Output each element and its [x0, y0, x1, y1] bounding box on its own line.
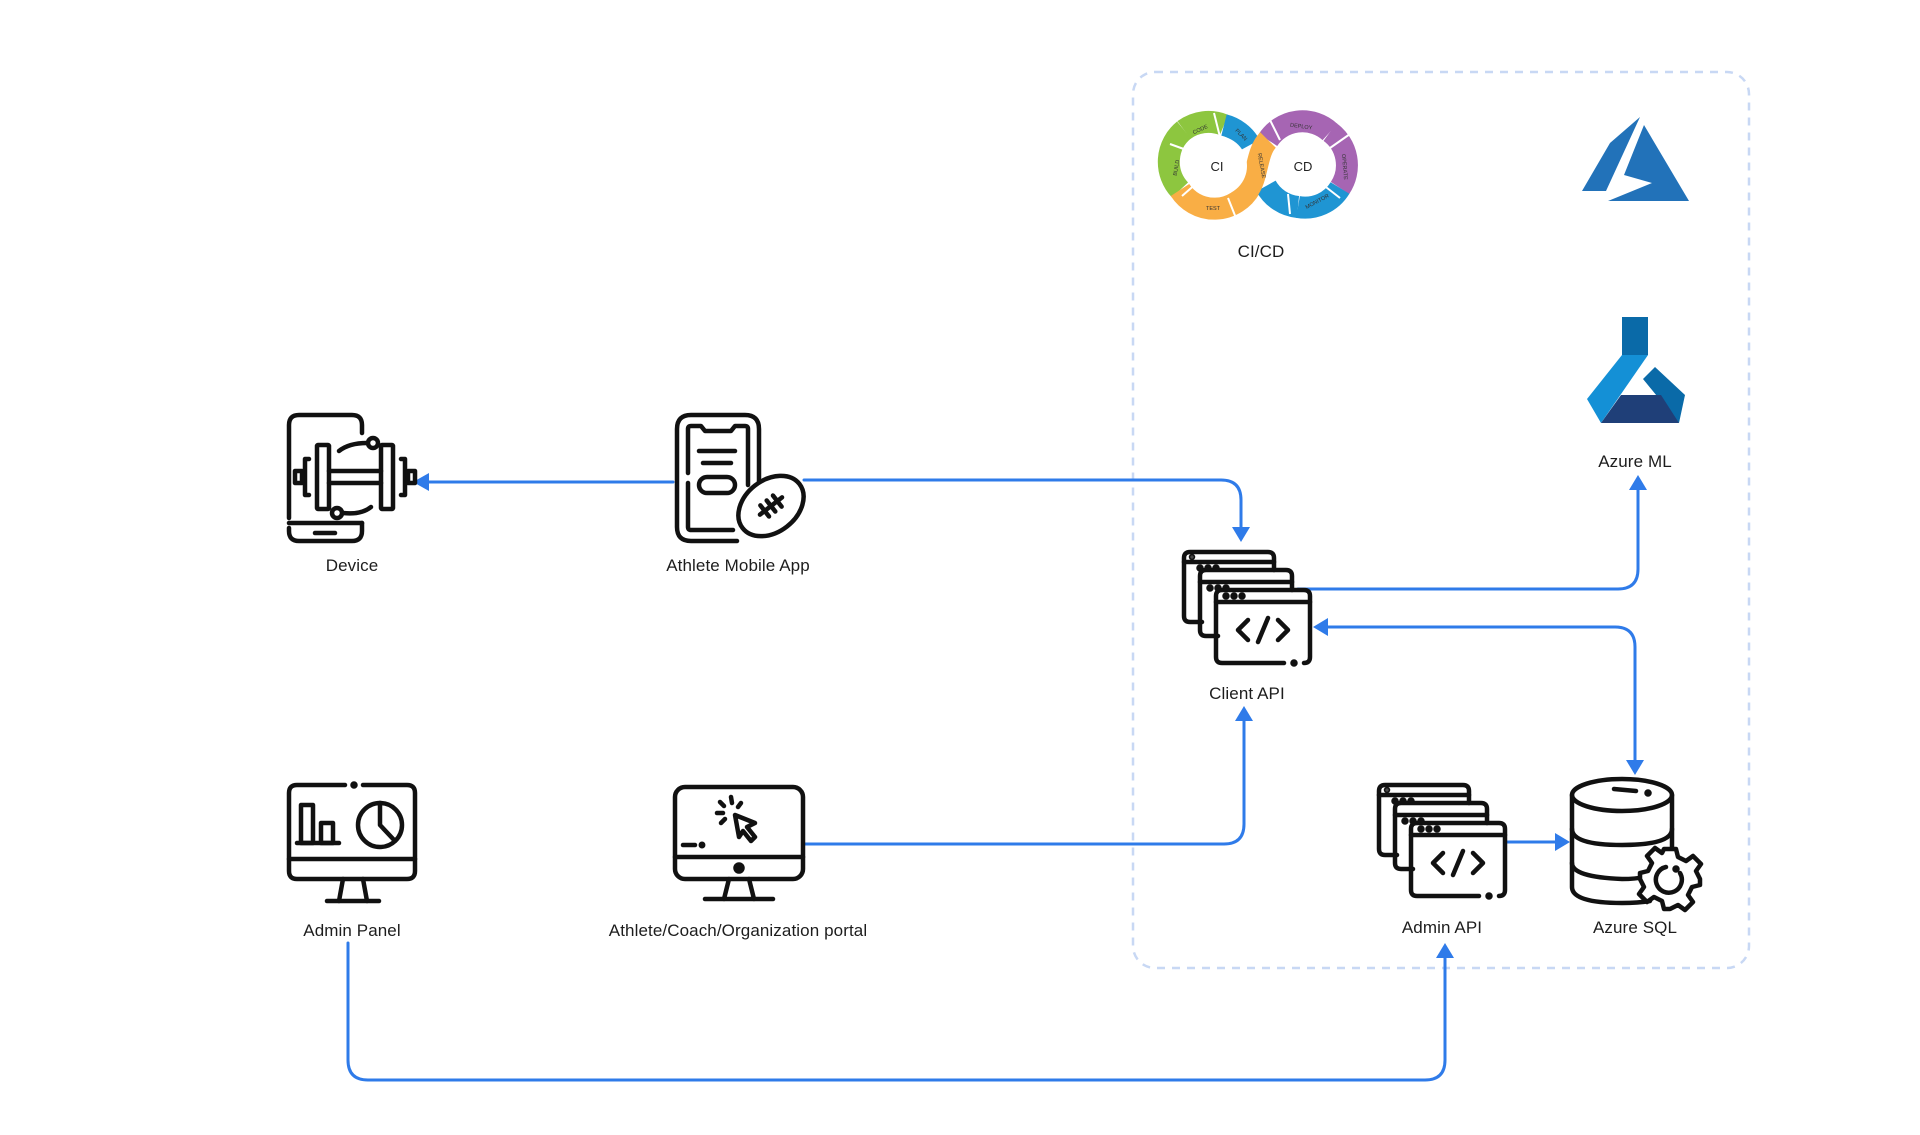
label-azure-ml: Azure ML: [1598, 452, 1672, 471]
arrowhead-client-api-bottom: [1235, 706, 1253, 721]
code-windows-icon-client-api[interactable]: [1181, 549, 1313, 667]
cicd-stage-test: TEST: [1206, 206, 1221, 212]
arrowhead-device: [413, 473, 429, 491]
label-admin-panel: Admin Panel: [303, 921, 401, 940]
edge-client-api-azure-sql[interactable]: [1325, 625, 1637, 763]
label-azure-sql: Azure SQL: [1592, 918, 1678, 937]
database-gear-icon[interactable]: [1569, 776, 1704, 913]
edge-admin-panel-to-admin-api[interactable]: [346, 941, 1447, 1082]
cicd-stage-release: RELEASE: [1256, 153, 1266, 179]
cicd-cd-text: CD: [1294, 159, 1313, 174]
label-portal: Athlete/Coach/Organization portal: [608, 921, 868, 940]
cicd-ci-text: CI: [1211, 159, 1224, 174]
arrowhead-admin-api: [1436, 943, 1454, 958]
label-client-api: Client API: [1209, 684, 1285, 703]
arrowhead-azure-ml: [1629, 475, 1647, 490]
label-device: Device: [325, 556, 379, 575]
label-admin-api: Admin API: [1401, 918, 1483, 937]
edge-client-api-to-azure-ml[interactable]: [1296, 487, 1640, 591]
arrowhead-client-api-top: [1232, 527, 1250, 542]
arrowhead-azure-sql-left: [1555, 833, 1570, 851]
smartphone-dumbbell-icon[interactable]: [286, 412, 418, 544]
cicd-stage-operate: OPERATE: [1340, 154, 1348, 181]
edge-portal-to-client-api[interactable]: [801, 718, 1246, 846]
edge-mobile-app-to-client-api[interactable]: [802, 478, 1243, 532]
azure-ml-flask-icon: [1587, 317, 1685, 423]
monitor-cursor-icon[interactable]: [672, 784, 806, 902]
cicd-infinity-icon: CI CD CODE PLAN BUILD TEST RELEASE DEPLO…: [1157, 110, 1358, 220]
arrowhead-azure-sql-top: [1626, 760, 1644, 775]
label-athlete-mobile-app: Athlete Mobile App: [666, 556, 810, 575]
azure-cloud-boundary: [1131, 70, 1751, 970]
azure-logo-icon: [1582, 117, 1689, 201]
arrowhead-client-api-right: [1313, 618, 1328, 636]
code-windows-icon-admin-api[interactable]: [1376, 782, 1508, 900]
cicd-stage-deploy: DEPLOY: [1290, 122, 1313, 131]
label-cicd: CI/CD: [1237, 242, 1285, 261]
cicd-stage-build: BUILD: [1173, 159, 1182, 176]
smartphone-football-icon[interactable]: [674, 412, 815, 549]
monitor-analytics-icon[interactable]: [286, 781, 418, 904]
